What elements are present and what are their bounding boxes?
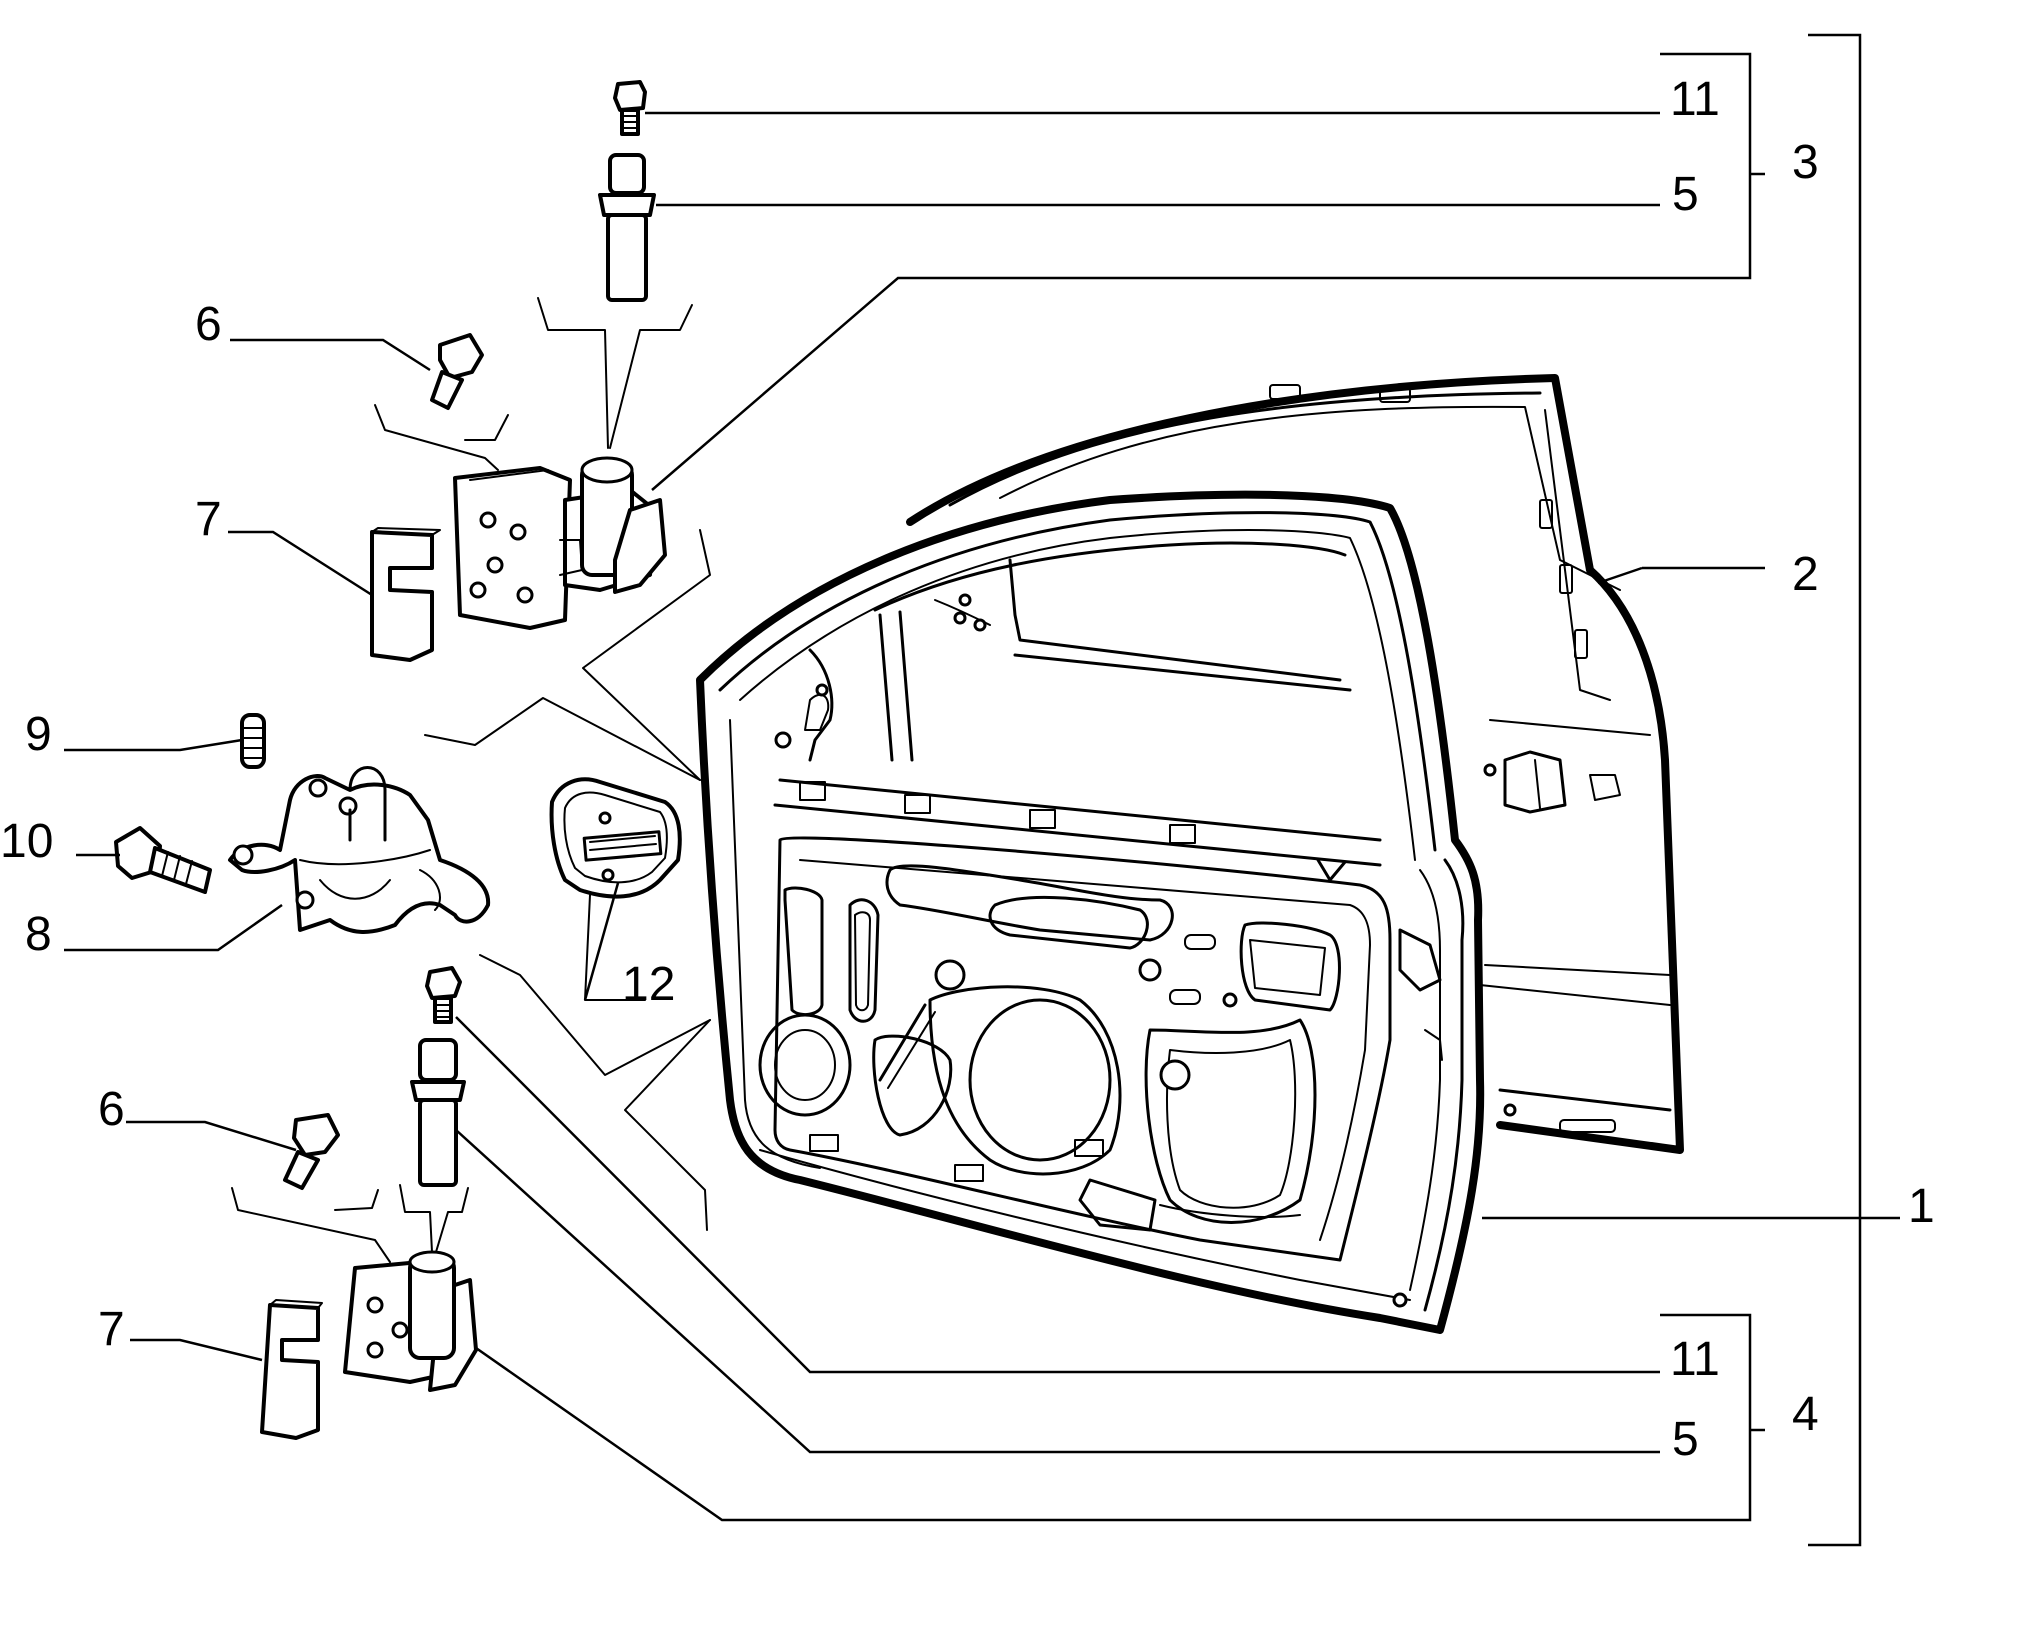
label-7-bottom: 7	[98, 1303, 125, 1356]
door-inner-shell	[696, 490, 1485, 1334]
lower-hinge-assembly	[231, 966, 478, 1440]
label-4: 4	[1792, 1388, 1819, 1441]
upper-screw-11	[613, 80, 647, 136]
lower-hinge-pin-5	[410, 1038, 466, 1187]
label-8: 8	[25, 908, 52, 961]
lower-screw-6	[283, 1113, 340, 1190]
label-11-top: 11	[1670, 73, 1720, 126]
upper-screw-6	[430, 333, 484, 410]
label-5-top: 5	[1672, 168, 1699, 221]
label-1: 1	[1908, 1180, 1935, 1233]
hinge-plate-12	[549, 777, 682, 899]
label-6-top: 6	[195, 298, 222, 351]
assembly-guide-lines	[424, 529, 711, 1231]
check-bracket-8	[228, 766, 491, 934]
label-11-bottom: 11	[1670, 1333, 1720, 1386]
upper-hinge-pin-5	[598, 153, 656, 302]
upper-shim-7	[370, 527, 441, 662]
upper-hinge-body	[453, 456, 667, 630]
leader-lines	[64, 33, 1900, 1547]
label-2: 2	[1792, 548, 1819, 601]
door-outer-panel	[906, 374, 1684, 1154]
upper-hinge-assembly	[370, 80, 693, 662]
door-check-assembly	[114, 713, 682, 1001]
label-7-top: 7	[195, 493, 222, 546]
label-6-bottom: 6	[98, 1083, 125, 1136]
label-12: 12	[622, 958, 675, 1011]
label-3: 3	[1792, 136, 1819, 189]
lower-hinge-body	[343, 1250, 478, 1392]
callout-labels: 11 5 3 6 7 2 9 10 8 12 1 6 7 11 5 4	[0, 73, 1935, 1466]
lower-screw-11	[425, 966, 462, 1024]
check-bolt-10	[114, 826, 212, 894]
label-10: 10	[0, 815, 53, 868]
lower-shim-7	[260, 1299, 323, 1440]
label-9: 9	[25, 708, 52, 761]
label-5-bottom: 5	[1672, 1413, 1699, 1466]
check-spring-pin-9	[240, 713, 266, 769]
